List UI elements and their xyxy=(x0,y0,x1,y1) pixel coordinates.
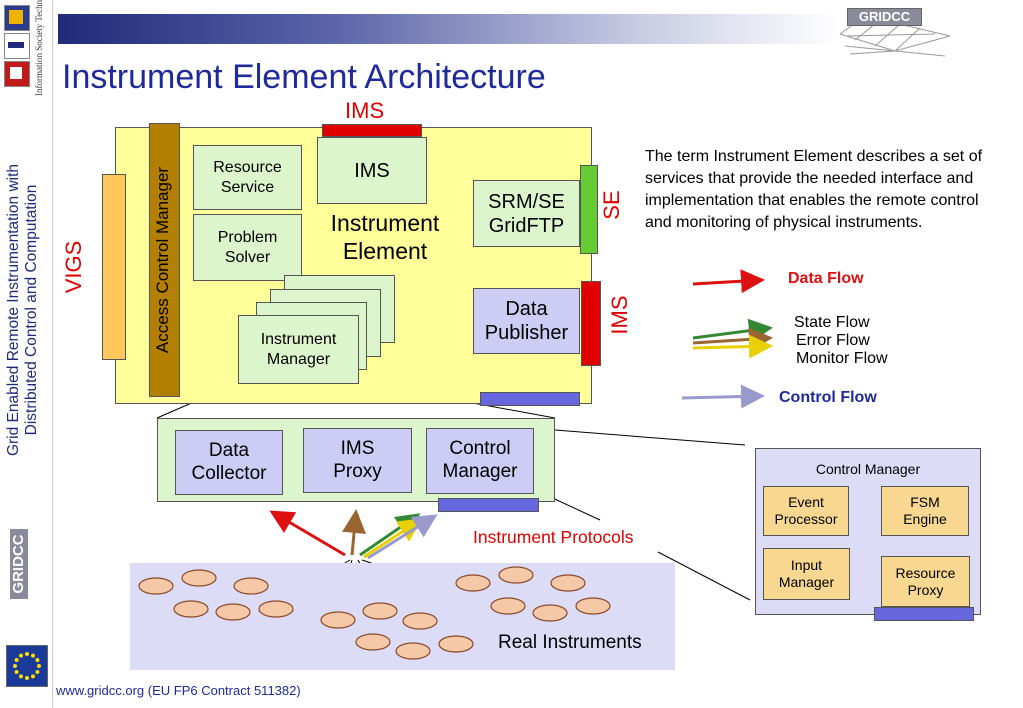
instrument-ellipse-13 xyxy=(455,574,491,592)
ims-proxy-box: IMS Proxy xyxy=(303,428,412,493)
brown-flow-arrow xyxy=(342,509,367,556)
problem-solver-box: Problem Solver xyxy=(193,214,302,281)
ims-top-bar xyxy=(322,124,422,137)
instrument-ellipse-11 xyxy=(395,642,431,660)
gridcc-logo: GRIDCC xyxy=(835,6,955,66)
legend-monitor-flow-arrow xyxy=(692,334,773,359)
instrument-ellipse-9 xyxy=(402,612,438,630)
resource-proxy-box: Resource Proxy xyxy=(881,556,970,607)
fsm-engine-box: FSM Engine xyxy=(881,486,969,536)
data-flow-arrow xyxy=(269,510,346,557)
gridcc-logo-text: GRIDCC xyxy=(847,8,922,26)
instrument-protocols-label: Instrument Protocols xyxy=(473,527,634,547)
eu-flag-icon xyxy=(6,645,48,687)
page-title: Instrument Element Architecture xyxy=(62,58,546,96)
legend-control-flow-arrow xyxy=(681,384,765,409)
vigs-bar xyxy=(102,174,126,360)
ie-bottom-blue-bar xyxy=(480,392,580,406)
ims-right-bar xyxy=(581,281,601,366)
left-sidebar: Information Society Technologies Grid En… xyxy=(0,0,53,708)
instrument-ellipse-14 xyxy=(498,566,534,584)
ist-logo-tile-2 xyxy=(4,33,30,59)
eu-stars-ring xyxy=(13,652,41,680)
ims-top-label: IMS xyxy=(345,98,385,123)
ist-logo-tile-3 xyxy=(4,61,30,87)
srm-se-box: SRM/SE GridFTP xyxy=(473,180,580,247)
instrument-ellipse-17 xyxy=(532,604,568,622)
data-collector-box: Data Collector xyxy=(175,430,283,495)
data-publisher-box: Data Publisher xyxy=(473,288,580,354)
gridcc-logo-mesh xyxy=(839,15,951,57)
header-gradient-bar xyxy=(58,14,838,44)
instrument-ellipse-10 xyxy=(355,633,391,651)
control-manager-detail-title: Control Manager xyxy=(815,461,921,477)
detail-line-protocols xyxy=(657,551,751,601)
instrument-ellipse-3 xyxy=(233,577,269,595)
instrument-manager-box: Instrument Manager xyxy=(238,315,359,384)
instrument-ellipse-2 xyxy=(181,569,217,587)
legend-state-flow-label: State Flow xyxy=(794,314,870,331)
ims-inner-box: IMS xyxy=(317,137,427,204)
resource-service-box: Resource Service xyxy=(193,145,302,210)
control-flow-arrow xyxy=(367,514,438,560)
access-control-manager-bar xyxy=(149,123,180,397)
detail-line-bottom xyxy=(545,494,601,521)
instrument-ellipse-18 xyxy=(575,597,611,615)
input-manager-box: Input Manager xyxy=(763,548,850,600)
instrument-ellipse-5 xyxy=(215,603,251,621)
instrument-ellipse-8 xyxy=(362,602,398,620)
instrument-ellipse-1 xyxy=(138,577,174,595)
instrument-ellipse-12 xyxy=(438,635,474,653)
instrument-ellipse-7 xyxy=(320,611,356,629)
instrument-ellipse-16 xyxy=(490,597,526,615)
instrument-ellipse-4 xyxy=(173,600,209,618)
legend-control-flow-label: Control Flow xyxy=(779,389,877,406)
ist-logo-tile-1 xyxy=(4,5,30,31)
control-manager-blue-bar xyxy=(438,498,539,512)
legend-error-flow-label: Error Flow xyxy=(796,332,870,349)
legend-data-flow-label: Data Flow xyxy=(788,270,864,287)
legend-monitor-flow-label: Monitor Flow xyxy=(796,350,888,367)
instrument-element-label: Instrument Element xyxy=(330,210,440,264)
legend-data-flow-arrow xyxy=(692,269,765,294)
description-text: The term Instrument Element describes a … xyxy=(645,148,983,231)
footer-text: www.gridcc.org (EU FP6 Contract 511382) xyxy=(56,683,301,698)
event-processor-box: Event Processor xyxy=(763,486,849,536)
control-manager-box: Control Manager xyxy=(426,428,534,494)
real-instruments-label: Real Instruments xyxy=(498,632,642,653)
se-bar xyxy=(580,165,598,254)
instrument-ellipse-15 xyxy=(550,574,586,592)
yellow-flow-arrow xyxy=(363,518,423,559)
ist-logo xyxy=(4,5,30,87)
detail-line-top xyxy=(554,429,746,446)
instrument-ellipse-6 xyxy=(258,600,294,618)
resource-proxy-blue-bar xyxy=(874,607,974,621)
